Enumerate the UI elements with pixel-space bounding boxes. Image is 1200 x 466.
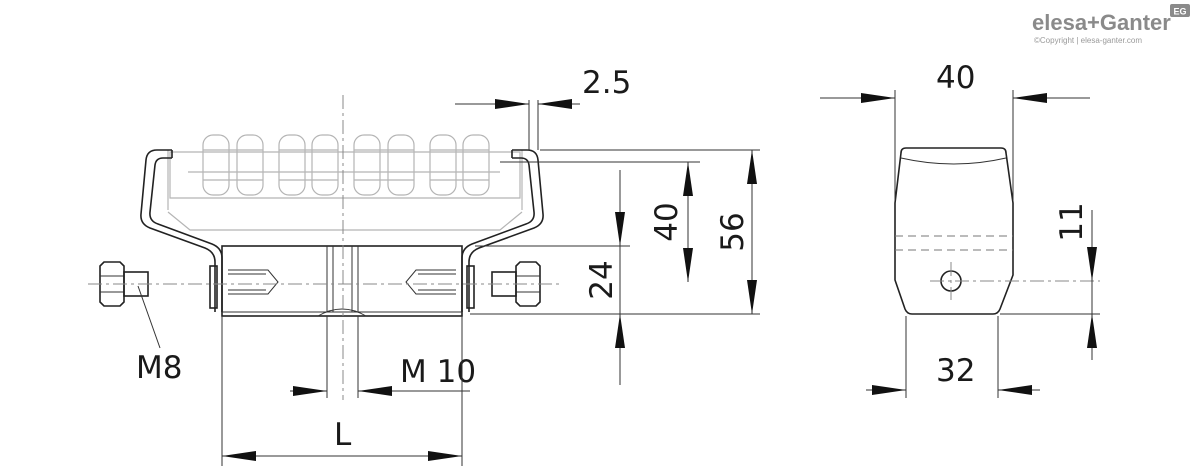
dim-wall-thickness-label: 2.5 [582, 65, 631, 101]
dim-inner-height-label: 40 [649, 202, 685, 241]
brand-copyright: ©Copyright | elesa-ganter.com [1034, 36, 1142, 45]
dim-total-height-label: 56 [715, 212, 751, 251]
dim-length: L [221, 316, 463, 466]
dim-total-height: 56 [715, 150, 757, 314]
dim-wall-thickness: 2.5 [455, 65, 631, 150]
bracket-frame [140, 149, 544, 312]
dim-bottom-width-label: 32 [936, 353, 975, 389]
dim-inner-height: 40 [649, 162, 693, 282]
brand-badge: EG [1173, 7, 1186, 17]
side-view-body [894, 147, 1100, 315]
base-block [221, 245, 463, 317]
dim-top-width: 40 [820, 60, 1090, 200]
dim-center-thread-label: M 10 [400, 354, 476, 390]
brand-name: elesa+Ganter [1032, 10, 1171, 35]
dim-lower-height: 24 [584, 170, 625, 385]
dim-bottom-width: 32 [866, 316, 1040, 398]
dim-bolt-thread-label: M8 [136, 350, 182, 386]
dim-lower-height-label: 24 [584, 260, 620, 299]
dim-length-label: L [334, 417, 352, 453]
brand-badge-icon [1170, 4, 1190, 17]
right-bolt [466, 261, 541, 309]
dim-center-thread: M 10 [290, 316, 476, 398]
dim-top-width-label: 40 [936, 60, 975, 96]
dim-hole-height-label: 11 [1054, 202, 1090, 241]
left-bolt [99, 261, 218, 309]
dim-hole-height: 11 [1000, 202, 1100, 360]
brand-logo: elesa+Ganter EG ©Copyright | elesa-gante… [1032, 4, 1190, 45]
roller-assembly [167, 134, 523, 231]
dim-bolt-thread: M8 [136, 285, 182, 386]
